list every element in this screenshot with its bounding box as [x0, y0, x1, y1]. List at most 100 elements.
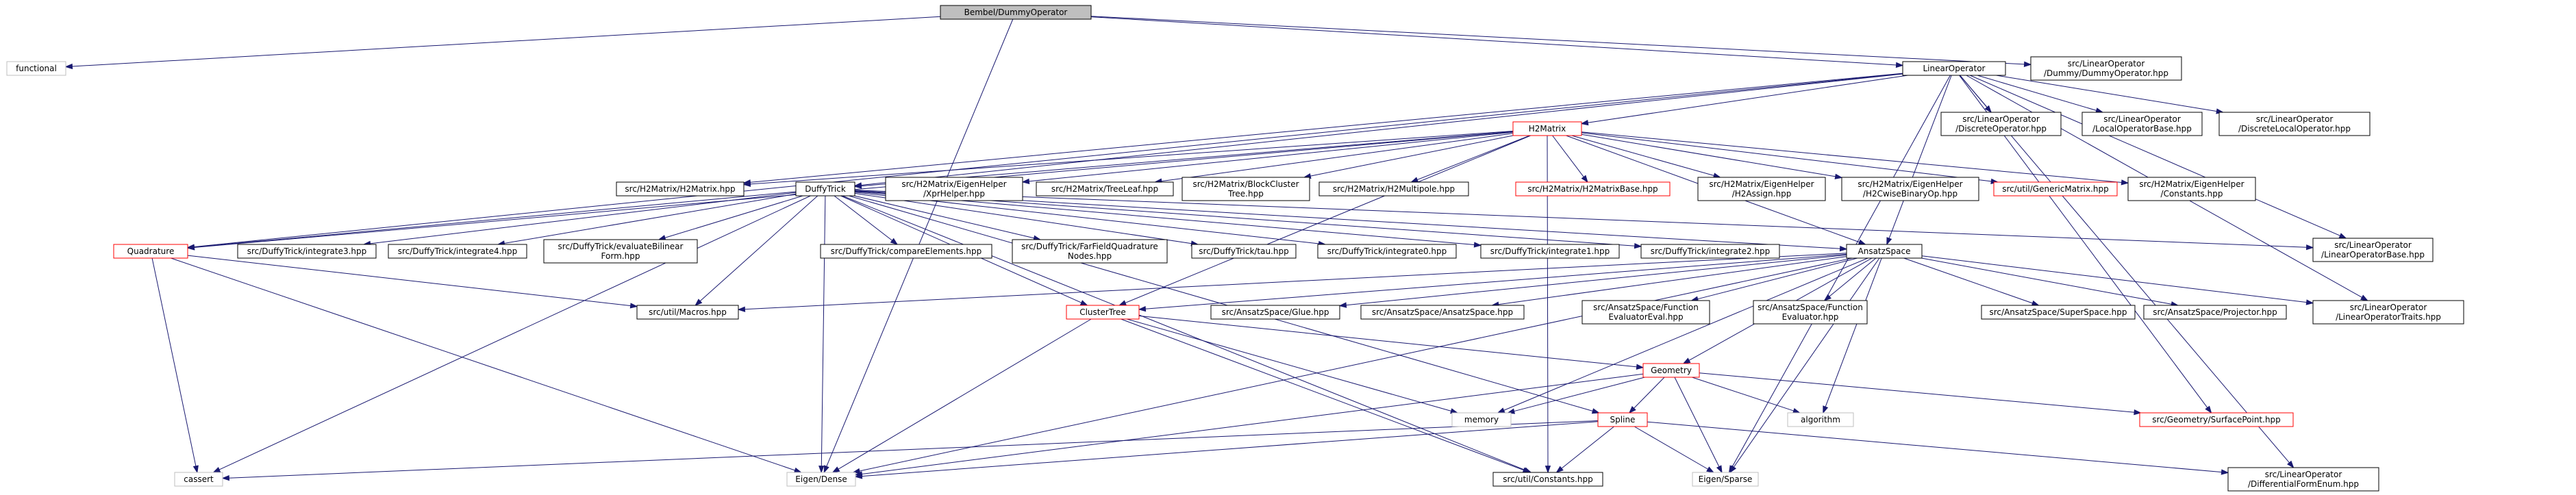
node-linop[interactable]: LinearOperator — [1902, 61, 2006, 76]
node-compareelements[interactable]: src/DuffyTrick/compareElements.hpp — [820, 244, 992, 259]
node-box — [1181, 177, 1310, 201]
edge-line — [1581, 134, 1836, 177]
node-geometry[interactable]: Geometry — [1642, 363, 1700, 378]
node-label: Eigen/Sparse — [1699, 474, 1753, 484]
node-diffform[interactable]: src/LinearOperator/DifferentialFormEnum.… — [2227, 467, 2379, 492]
node-box — [543, 239, 698, 264]
node-h2matrix[interactable]: H2Matrix — [1512, 121, 1582, 136]
node-box — [1512, 121, 1582, 136]
node-functional: functional — [6, 61, 66, 76]
node-label: Tree.hpp — [1227, 189, 1264, 199]
edge-duffytrick-to-integrate3 — [362, 192, 797, 246]
edge-ansatzspace-to-eigensparse — [1729, 257, 1880, 474]
edge-geometry-to-surfacepoint — [1699, 372, 2142, 416]
node-label: src/H2Matrix/EigenHelper — [901, 179, 1006, 189]
node-label: memory — [1464, 415, 1499, 424]
node-integrate0[interactable]: src/DuffyTrick/integrate0.hpp — [1317, 244, 1457, 259]
node-quadrature[interactable]: Quadrature — [113, 244, 188, 259]
node-macros[interactable]: src/util/Macros.hpp — [636, 305, 739, 320]
edge-line — [151, 257, 197, 467]
edge-line — [1310, 135, 1514, 177]
arrowhead — [2205, 405, 2212, 414]
node-h2cwise[interactable]: src/H2Matrix/EigenHelper/H2CwiseBinaryOp… — [1841, 177, 1979, 201]
node-ansatzhpp[interactable]: src/AnsatzSpace/AnsatzSpace.hpp — [1360, 305, 1525, 320]
edge-spline-to-cassert — [221, 420, 1599, 481]
arrowhead — [1716, 465, 1723, 474]
node-treeleaf[interactable]: src/H2Matrix/TreeLeaf.hpp — [1036, 181, 1174, 196]
node-h2matrixbase[interactable]: src/H2Matrix/H2MatrixBase.hpp — [1515, 181, 1671, 196]
node-linopbase[interactable]: src/LinearOperator/LinearOperatorBase.hp… — [2312, 238, 2434, 262]
edge-quadrature-to-eigendense — [171, 257, 802, 473]
node-clustertree[interactable]: ClusterTree — [1066, 305, 1140, 320]
edge-duffytrick-to-macros — [695, 195, 818, 306]
node-tau[interactable]: src/DuffyTrick/tau.hpp — [1191, 244, 1297, 259]
node-h2matrixhpp[interactable]: src/H2Matrix/H2Matrix.hpp — [616, 181, 745, 196]
edge-spline-to-constants_util — [1555, 426, 1614, 473]
node-dummyop[interactable]: src/LinearOperator/Dummy/DummyOperator.h… — [2030, 56, 2182, 81]
node-label: H2Matrix — [1529, 124, 1566, 134]
node-box — [113, 244, 188, 259]
node-farfield[interactable]: src/DuffyTrick/FarFieldQuadratureNodes.h… — [1012, 239, 1168, 264]
edge-line — [228, 420, 1599, 479]
node-box — [2218, 112, 2371, 136]
node-label: src/LinearOperator — [2103, 114, 2181, 124]
arrowhead — [221, 474, 230, 481]
node-discretelocal[interactable]: src/LinearOperator/DiscreteLocalOperator… — [2218, 112, 2371, 136]
arrowhead — [854, 473, 863, 479]
node-linoptraits[interactable]: src/LinearOperator/LinearOperatorTraits.… — [2312, 300, 2464, 325]
edge-duffytrick-to-quadrature — [186, 191, 797, 251]
node-box — [1451, 412, 1512, 427]
node-localopbase[interactable]: src/LinearOperator/LocalOperatorBase.hpp — [2081, 112, 2203, 136]
edge-root-to-dummyop — [1090, 16, 2032, 67]
edge-duffytrick-to-eigendense — [818, 195, 826, 474]
node-box — [940, 5, 1092, 20]
edge-line — [749, 131, 1514, 185]
node-duffytrick[interactable]: DuffyTrick — [795, 181, 855, 196]
edge-line — [854, 195, 1035, 239]
edge-line — [821, 195, 826, 467]
node-label: src/util/Constants.hpp — [1503, 474, 1592, 484]
node-box — [2312, 300, 2464, 325]
node-label: src/DuffyTrick/integrate2.hpp — [1651, 246, 1771, 256]
edge-h2matrix-to-constants_h2 — [1581, 131, 2129, 186]
node-box — [1515, 181, 1671, 196]
arrowhead — [1591, 408, 1600, 414]
node-integrate2[interactable]: src/DuffyTrick/integrate2.hpp — [1640, 244, 1780, 259]
arrowhead — [1682, 357, 1691, 364]
arrowhead — [695, 299, 703, 306]
node-label: Geometry — [1651, 366, 1692, 375]
node-box — [820, 244, 992, 259]
node-superspace[interactable]: src/AnsatzSpace/SuperSpace.hpp — [1981, 305, 2136, 320]
node-label: src/AnsatzSpace/AnsatzSpace.hpp — [1372, 307, 1513, 317]
edge-line — [1587, 75, 1908, 123]
edge-line — [1647, 421, 2223, 473]
edge-spline-to-diffform — [1647, 421, 2229, 475]
node-genericmatrix[interactable]: src/util/GenericMatrix.hpp — [1993, 181, 2118, 196]
node-root[interactable]: Bembel/DummyOperator — [940, 5, 1092, 20]
node-xprhelper[interactable]: src/H2Matrix/EigenHelper/XprHelper.hpp — [885, 177, 1023, 201]
node-spline[interactable]: Spline — [1597, 412, 1648, 427]
edge-clustertree-to-memory — [1127, 318, 1459, 414]
node-constants_util[interactable]: src/util/Constants.hpp — [1492, 472, 1603, 487]
node-label: src/util/Macros.hpp — [649, 307, 727, 317]
node-integrate4[interactable]: src/DuffyTrick/integrate4.hpp — [388, 244, 527, 259]
node-label: src/LinearOperator — [2265, 470, 2342, 479]
edge-line — [1903, 257, 2034, 304]
node-discreteop[interactable]: src/LinearOperator/DiscreteOperator.hpp — [1940, 112, 2062, 136]
node-integrate1[interactable]: src/DuffyTrick/integrate1.hpp — [1480, 244, 1620, 259]
node-glue[interactable]: src/AnsatzSpace/Glue.hpp — [1210, 305, 1340, 320]
node-h2assign[interactable]: src/H2Matrix/EigenHelper/H2Assign.hpp — [1697, 177, 1826, 201]
node-funcevaleval[interactable]: src/AnsatzSpace/FunctionEvaluatorEval.hp… — [1581, 300, 1710, 325]
node-label: algorithm — [1801, 415, 1840, 424]
edge-clustertree-to-geometry — [1138, 315, 1645, 370]
node-projector[interactable]: src/AnsatzSpace/Projector.hpp — [2143, 305, 2287, 320]
node-integrate3[interactable]: src/DuffyTrick/integrate3.hpp — [237, 244, 377, 259]
node-surfacepoint[interactable]: src/Geometry/SurfacePoint.hpp — [2139, 412, 2294, 427]
node-constants_h2[interactable]: src/H2Matrix/EigenHelper/Constants.hpp — [2127, 177, 2256, 201]
node-ansatzspace[interactable]: AnsatzSpace — [1846, 244, 1923, 259]
edge-line — [1498, 256, 1847, 305]
node-h2multipole[interactable]: src/H2Matrix/H2Multipole.hpp — [1318, 181, 1469, 196]
